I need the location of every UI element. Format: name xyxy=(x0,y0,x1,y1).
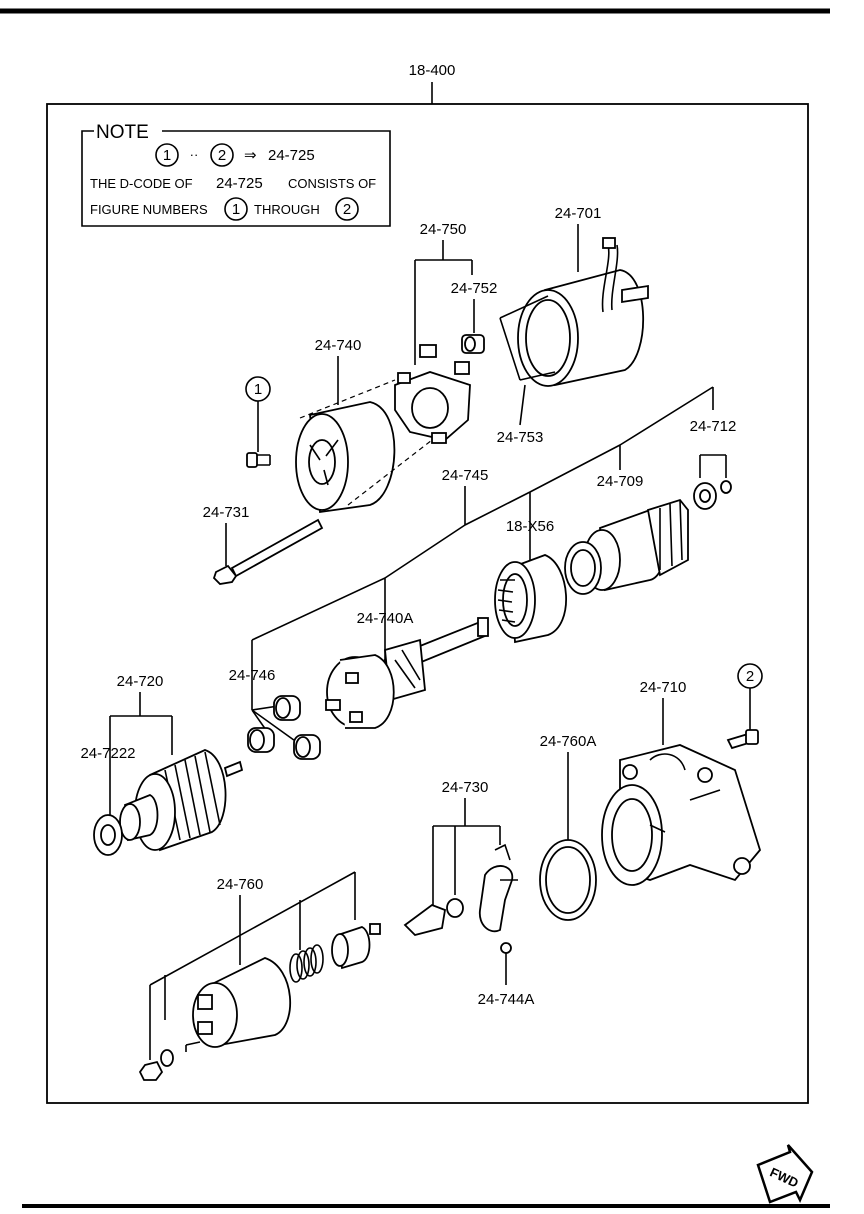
label-24-710: 24-710 xyxy=(640,679,687,696)
plunger-24-760 xyxy=(331,923,381,970)
note-line3-to: 2 xyxy=(343,201,351,218)
shift-lever-24-730 xyxy=(403,843,518,937)
drive-housing-24-710 xyxy=(601,744,762,886)
label-24-746: 24-746 xyxy=(229,667,276,684)
label-24-731: 24-731 xyxy=(203,504,250,521)
label-24-745: 24-745 xyxy=(442,467,489,484)
note-line3-from: 1 xyxy=(232,201,240,218)
label-18-x56: 18-X56 xyxy=(506,518,554,535)
end-frame-24-740 xyxy=(295,401,396,514)
bearing-24-7222 xyxy=(93,814,123,856)
brush-24-752 xyxy=(461,334,485,354)
note-line2-code: 24-725 xyxy=(216,175,263,192)
brush-holder-24-750 xyxy=(394,344,471,444)
note-range-sep: ·· xyxy=(190,147,199,162)
callout-2: 2 xyxy=(746,668,754,685)
yoke-24-701 xyxy=(499,237,649,387)
note-range-code: 24-725 xyxy=(268,147,315,164)
note-title: NOTE xyxy=(96,122,149,143)
callout-1: 1 xyxy=(254,381,262,398)
overrunning-clutch-18-x56 xyxy=(494,554,568,644)
armature-24-720 xyxy=(119,749,244,852)
note-box: NOTE 1 ·· 2 ⇒ 24-725 THE D-CODE OF 24-72… xyxy=(81,122,391,227)
label-24-709: 24-709 xyxy=(597,473,644,490)
label-24-740: 24-740 xyxy=(315,337,362,354)
label-24-730: 24-730 xyxy=(442,779,489,796)
label-24-712: 24-712 xyxy=(690,418,737,435)
screw-2 xyxy=(726,729,759,750)
washer-24-712 xyxy=(693,480,732,510)
note-arrow: ⇒ xyxy=(244,147,257,164)
note-line2-a: THE D-CODE OF xyxy=(90,176,193,191)
pinion-24-709 xyxy=(564,498,689,595)
fwd-arrow-icon: FWD xyxy=(756,1144,814,1204)
spring-24-760 xyxy=(289,944,324,983)
screw-1 xyxy=(246,452,271,468)
label-24-752: 24-752 xyxy=(451,280,498,297)
note-line3-a: FIGURE NUMBERS xyxy=(90,202,208,217)
assembly-code-label: 18-400 xyxy=(409,62,456,79)
note-range-to: 2 xyxy=(218,147,226,164)
label-24-760: 24-760 xyxy=(217,876,264,893)
label-24-753: 24-753 xyxy=(497,429,544,446)
label-24-760a: 24-760A xyxy=(540,733,597,750)
assembly-frame xyxy=(46,103,809,1104)
label-24-744a: 24-744A xyxy=(478,991,535,1008)
label-24-701: 24-701 xyxy=(555,205,602,222)
note-line2-b: CONSISTS OF xyxy=(288,176,376,191)
label-24-740a: 24-740A xyxy=(357,610,414,627)
seal-ring-24-760a xyxy=(539,839,597,921)
label-24-7222: 24-7222 xyxy=(80,745,135,762)
through-bolt-24-731 xyxy=(212,518,324,585)
label-24-720: 24-720 xyxy=(117,673,164,690)
magnetic-switch-24-760 xyxy=(138,957,292,1081)
label-24-750: 24-750 xyxy=(420,221,467,238)
note-range-from: 1 xyxy=(163,147,171,164)
note-line3-b: THROUGH xyxy=(254,202,320,217)
planetary-shaft-24-740a xyxy=(325,617,489,729)
planet-gears-24-746 xyxy=(247,695,321,760)
